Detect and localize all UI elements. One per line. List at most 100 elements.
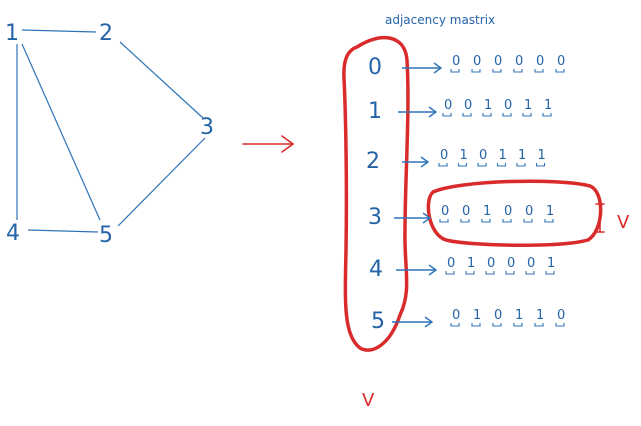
row-label-0: 0 [368,55,382,80]
cell-1-4: 1 [524,98,532,113]
cell-0-2: 0 [494,54,502,69]
cell-bracket-0-4 [534,69,544,73]
cell-3-3: 0 [504,204,512,219]
row-arrowhead-1 [428,106,438,118]
cell-bracket-4-3 [505,271,515,275]
cell-4-2: 0 [487,256,495,271]
row-arrowhead-5 [424,316,434,328]
cell-bracket-1-2 [482,113,492,117]
cell-0-0: 0 [452,54,460,69]
cell-2-1: 1 [460,148,468,163]
transform-arrow [242,135,295,153]
cell-bracket-1-4 [522,113,532,117]
cell-bracket-1-1 [462,113,472,117]
cell-5-3: 1 [515,308,523,323]
cell-bracket-1-5 [542,113,552,117]
cell-bracket-0-5 [555,69,565,73]
cell-0-5: 0 [557,54,565,69]
cell-2-2: 0 [479,148,487,163]
cell-bracket-2-4 [516,163,526,167]
cell-bracket-5-5 [555,323,565,327]
graph-nodes: 1 2 3 4 5 [5,21,214,248]
cell-3-5: 1 [546,204,554,219]
cell-bracket-4-4 [525,271,535,275]
cell-1-3: 0 [504,98,512,113]
graph-node-4: 4 [6,221,20,246]
row-label-1: 1 [368,99,382,124]
cell-0-1: 0 [473,54,481,69]
row-arrowhead-0 [433,62,443,74]
row-arrowhead-4 [428,264,438,276]
row-label-5: 5 [371,309,385,334]
cell-bracket-5-2 [492,323,502,327]
cell-bracket-5-3 [513,323,523,327]
cell-bracket-2-1 [457,163,468,167]
cell-5-5: 0 [557,308,565,323]
cell-bracket-5-4 [534,323,544,327]
cell-2-4: 1 [518,148,526,163]
cell-bracket-4-2 [485,271,495,275]
cell-bracket-3-0 [439,219,449,223]
cell-1-0: 0 [444,98,452,113]
cell-5-4: 1 [536,308,544,323]
cell-bracket-1-0 [442,113,452,117]
cell-3-1: 0 [462,204,470,219]
row-arrowhead-3 [422,212,432,224]
cell-bracket-2-5 [535,163,546,167]
row-label-4: 4 [369,257,383,282]
size-label-right: V [617,212,630,233]
cell-bracket-0-1 [471,69,481,73]
cell-5-2: 0 [494,308,502,323]
cell-bracket-2-2 [477,163,487,167]
cell-1-5: 1 [544,98,552,113]
cell-bracket-4-0 [445,271,455,275]
edge-1-2 [21,29,97,33]
cell-4-4: 0 [527,256,535,271]
row-3-highlight [426,179,603,247]
cell-bracket-0-2 [492,69,502,73]
cell-bracket-5-1 [471,323,481,327]
cell-bracket-4-5 [545,271,555,275]
cell-3-2: 1 [483,204,491,219]
cell-bracket-2-3 [496,163,507,167]
cell-4-0: 0 [447,256,455,271]
cell-4-1: 1 [467,256,475,271]
cell-2-3: 1 [499,148,507,163]
matrix-title: adjacency mastrix [385,13,495,27]
cell-bracket-5-0 [450,323,460,327]
cell-4-5: 1 [547,256,555,271]
graph-edges [16,29,206,233]
size-label-bottom: V [362,390,375,411]
cell-2-5: 1 [538,148,546,163]
cell-bracket-3-5 [544,219,554,223]
cell-0-4: 0 [536,54,544,69]
cell-1-2: 1 [484,98,492,113]
cell-3-4: 0 [525,204,533,219]
size-bracket-right [595,203,605,233]
cell-bracket-2-0 [438,163,448,167]
graph-node-5: 5 [99,223,113,248]
cell-3-0: 0 [441,204,449,219]
graph-node-3: 3 [200,115,214,140]
row-labels-highlight [342,35,410,352]
row-arrowhead-2 [420,156,430,168]
edge-2-3 [119,41,204,119]
cell-1-1: 0 [464,98,472,113]
cell-bracket-1-3 [502,113,512,117]
row-label-2: 2 [366,149,380,174]
cell-bracket-4-1 [465,271,475,275]
cell-5-0: 0 [452,308,460,323]
cell-bracket-3-4 [523,219,533,223]
cell-bracket-0-3 [513,69,523,73]
edge-4-5 [27,229,99,233]
cell-0-3: 0 [515,54,523,69]
cell-bracket-3-3 [502,219,512,223]
row-label-3: 3 [368,205,382,230]
edge-3-5 [117,137,206,227]
cell-2-0: 0 [440,148,448,163]
cell-bracket-0-0 [450,69,460,73]
cell-bracket-3-1 [460,219,470,223]
